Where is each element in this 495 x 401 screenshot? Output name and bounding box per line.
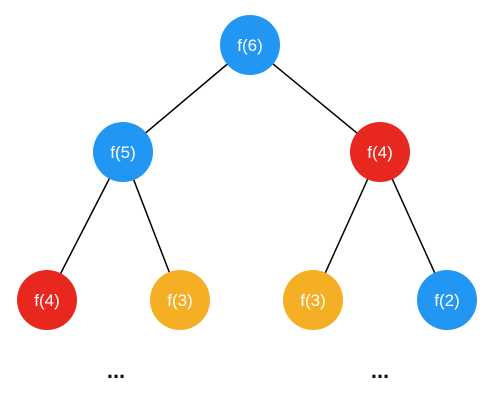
node-f5: f(5) <box>93 122 153 182</box>
node-f2-circle <box>417 270 477 330</box>
node-f3-left: f(3) <box>150 270 210 330</box>
node-f2-label: f(2) <box>434 291 460 310</box>
node-f4-left: f(4) <box>17 270 77 330</box>
ellipsis-right: ... <box>371 358 389 383</box>
node-f4-right-circle <box>350 122 410 182</box>
node-f2: f(2) <box>417 270 477 330</box>
node-f4-left-circle <box>17 270 77 330</box>
node-f3-right-label: f(3) <box>300 291 326 310</box>
node-f4-right: f(4) <box>350 122 410 182</box>
node-f4-left-label: f(4) <box>34 291 60 310</box>
node-f6-label: f(6) <box>237 36 263 55</box>
ellipsis-left: ... <box>107 358 125 383</box>
node-f3-left-label: f(3) <box>167 291 193 310</box>
node-f6: f(6) <box>220 15 280 75</box>
node-f3-right-circle <box>283 270 343 330</box>
tree-nodes: f(6) f(5) f(4) f(4) f(3) f(3) f(2) <box>17 15 477 330</box>
node-f3-left-circle <box>150 270 210 330</box>
node-f5-circle <box>93 122 153 182</box>
node-f5-label: f(5) <box>110 143 136 162</box>
node-f4-right-label: f(4) <box>367 143 393 162</box>
node-f6-circle <box>220 15 280 75</box>
ellipsis-markers: ... ... <box>107 358 389 383</box>
node-f3-right: f(3) <box>283 270 343 330</box>
